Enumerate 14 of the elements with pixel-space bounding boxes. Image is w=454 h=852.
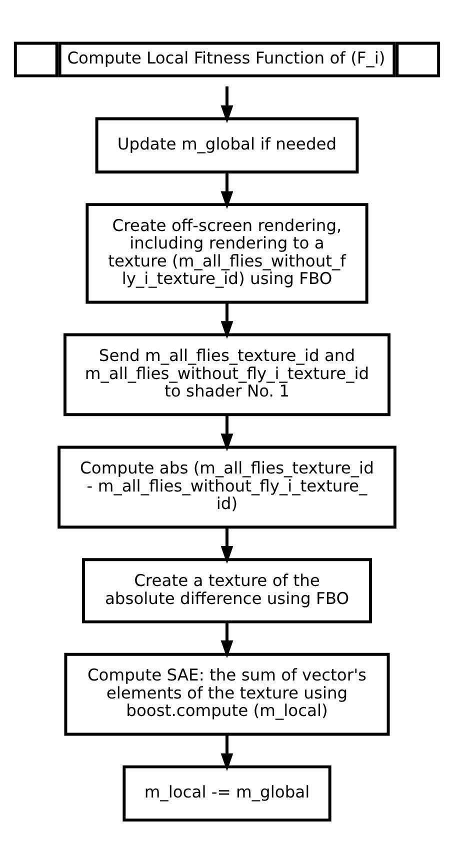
node-box: Compute SAE: the sum of vector's elements of the texture using boost.compute (m_local): [64, 652, 390, 736]
node-box: m_local -= m_global: [122, 764, 332, 822]
node-box: Create off-screen rendering, including rendering to a texture (m_all_flies_without_fly_i_texture_id) using FBO: [86, 202, 368, 304]
node-box: Create a texture of the absolute difference using FBO: [82, 558, 372, 623]
arrow: [220, 172, 234, 208]
arrow: [220, 86, 234, 123]
arrow: [220, 526, 234, 564]
node-box: Compute abs (m_all_flies_texture_id - m_all_flies_without_fly_i_texture_id): [58, 445, 396, 528]
arrow: [220, 414, 234, 451]
arrow: [220, 734, 234, 771]
arrow: [220, 621, 234, 658]
node-box: Send m_all_flies_texture_id and m_all_flies_without_fly_i_texture_id to shader No. 1: [64, 332, 390, 416]
arrow: [220, 302, 234, 338]
node-box: Update m_global if needed: [95, 116, 359, 173]
